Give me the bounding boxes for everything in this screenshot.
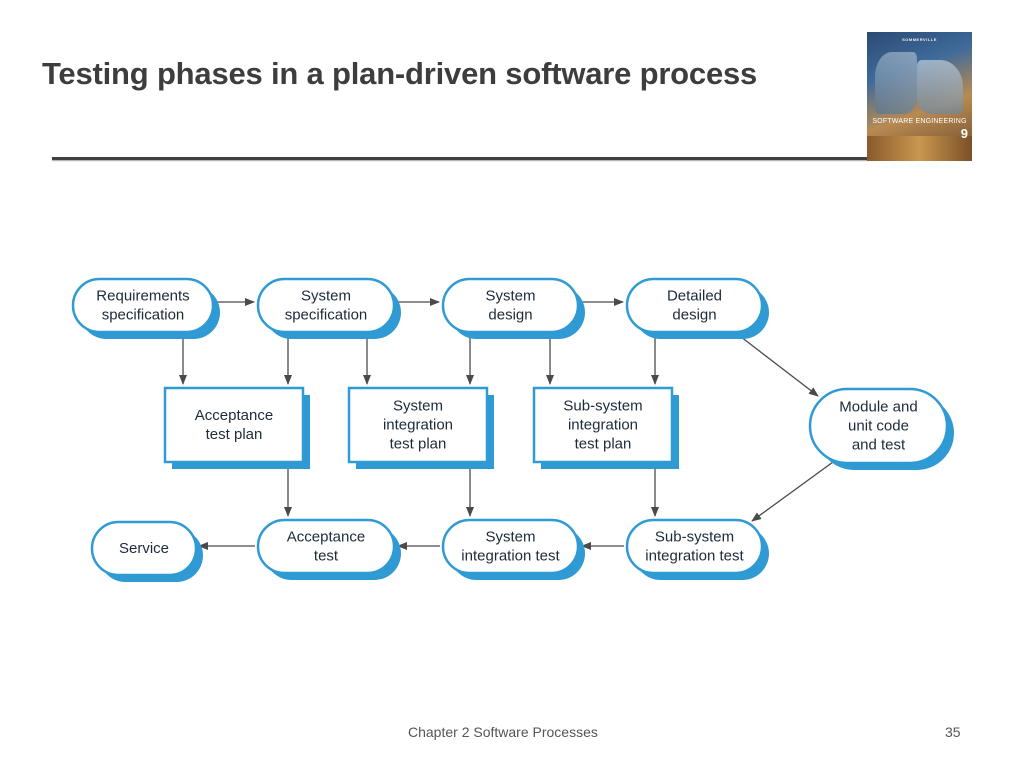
node-label-line: integration test: [461, 548, 560, 565]
node-label-line: test plan: [206, 426, 263, 443]
node-label-line: Sub-system: [563, 398, 642, 415]
book-cover-image: SOMMERVILLE SOFTWARE ENGINEERING 9: [867, 32, 972, 161]
node-label-line: test plan: [390, 436, 447, 453]
node-label-line: System: [485, 529, 535, 546]
node-det-design: Detailed design: [625, 277, 769, 339]
node-label-line: design: [488, 307, 532, 324]
diagram-nodes: RequirementsspecificationSystemspecifica…: [71, 277, 954, 582]
node-label-line: Acceptance: [287, 529, 365, 546]
node-label-line: specification: [102, 307, 185, 324]
slide-footer: Chapter 2 Software Processes: [408, 724, 598, 740]
node-label-line: Detailed: [667, 288, 722, 305]
cover-building-shape: [875, 52, 917, 114]
node-label-line: specification: [285, 307, 368, 324]
node-box: [441, 518, 580, 575]
node-box: [256, 277, 396, 334]
page-number: 35: [945, 724, 961, 740]
node-label-line: Acceptance: [195, 407, 273, 424]
node-box: [163, 386, 305, 464]
node-service: Service: [90, 520, 203, 582]
node-accept-test: Acceptance test: [256, 518, 401, 580]
node-label-line: integration: [383, 417, 453, 434]
node-label-line: Requirements: [96, 288, 189, 305]
node-box: [532, 386, 674, 464]
node-sub-int-plan: Sub-system integration test plan: [532, 386, 679, 469]
node-label-line: Sub-system: [655, 529, 734, 546]
cover-title: SOFTWARE ENGINEERING: [872, 118, 967, 125]
arrow-det_design-to-module_test: [731, 329, 819, 397]
node-label-line: System: [393, 398, 443, 415]
node-label-line: Service: [119, 540, 169, 557]
node-sys-spec: System specification: [256, 277, 401, 339]
cover-author: SOMMERVILLE: [902, 37, 937, 42]
node-box: [808, 387, 949, 465]
node-label-line: test plan: [575, 436, 632, 453]
node-sub-int-test: Sub-system integration test: [625, 518, 769, 580]
node-label-line: integration: [568, 417, 638, 434]
node-module-test: Module and unit code and test: [808, 387, 954, 470]
node-box: [625, 518, 764, 575]
node-box: [347, 386, 489, 464]
node-label-line: Module and: [839, 399, 917, 416]
node-accept-plan: Acceptance test plan: [163, 386, 310, 469]
node-box: [625, 277, 764, 334]
slide-title: Testing phases in a plan-driven software…: [42, 56, 758, 91]
node-label-line: and test: [852, 437, 906, 454]
node-box: [441, 277, 580, 334]
node-box: [90, 520, 198, 577]
node-sys-design: System design: [441, 277, 585, 339]
node-label-line: unit code: [848, 418, 909, 435]
node-label-line: System: [301, 288, 351, 305]
node-label-line: System: [485, 288, 535, 305]
cover-edition: 9: [960, 126, 968, 141]
cover-ground-shape: [867, 136, 972, 161]
node-sys-int-test: System integration test: [441, 518, 585, 580]
cover-building-shape: [917, 60, 963, 114]
node-box: [256, 518, 396, 575]
node-label-line: design: [672, 307, 716, 324]
diagram-edges: [179, 298, 834, 550]
node-label-line: test: [314, 548, 339, 565]
node-sys-int-plan: System integration test plan: [347, 386, 494, 469]
node-req-spec: Requirements specification: [71, 277, 220, 339]
title-divider: [52, 157, 868, 160]
node-label-line: integration test: [645, 548, 744, 565]
arrow-module_test-to-sub_int_test: [751, 461, 834, 522]
node-box: [71, 277, 215, 334]
